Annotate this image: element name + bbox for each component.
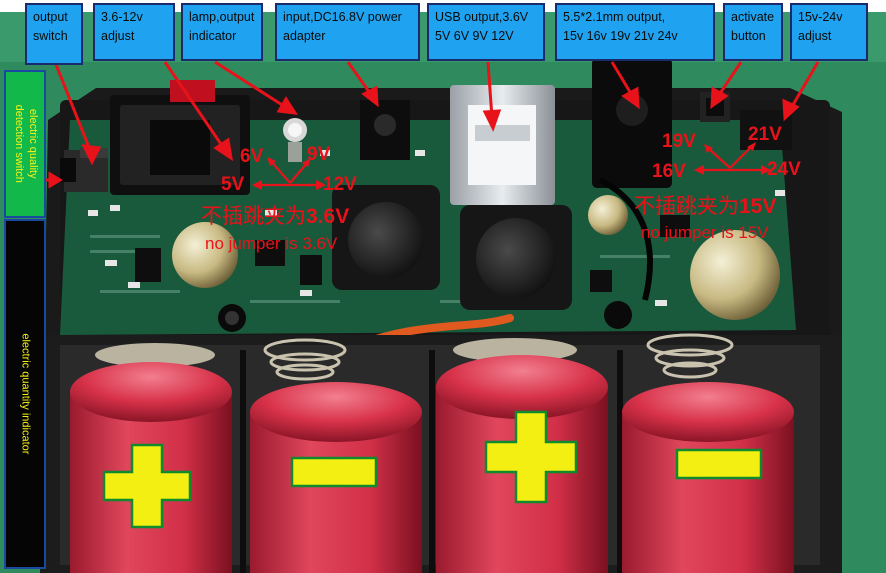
minus-sign-2 <box>290 456 378 488</box>
jumper-note-right-en: no jumper is 15V <box>641 223 769 242</box>
minus-sign-4 <box>675 448 763 480</box>
jumper-note-left-en: no jumper is 3.6V <box>205 234 338 253</box>
battery-cell-4 <box>622 382 794 573</box>
label-detection-switch: electric quality detection switch <box>4 70 46 218</box>
label-dc-jack-output: 5.5*2.1mm output,15v 16v 19v 21v 24v <box>555 3 715 61</box>
annotation-arrows <box>40 60 820 189</box>
voltage-21v: 21V <box>748 124 782 145</box>
label-quantity-indicator: electric quantity indicator <box>4 219 46 569</box>
jumper-note-right-cn: 不插跳夹为15V <box>634 194 777 218</box>
jumper-note-left-cn: 不插跳夹为3.6V <box>201 204 350 228</box>
plus-sign-1 <box>102 443 192 529</box>
voltage-5v: 5V <box>221 174 245 195</box>
voltage-6v: 6V <box>240 146 264 167</box>
voltage-19v: 19V <box>662 131 696 152</box>
voltage-9v: 9V <box>307 144 331 165</box>
voltage-12v: 12V <box>323 174 357 195</box>
battery-cell-2 <box>250 382 422 573</box>
plus-sign-3 <box>484 410 578 504</box>
voltage-24v: 24V <box>767 159 801 180</box>
voltage-16v: 16V <box>652 161 686 182</box>
